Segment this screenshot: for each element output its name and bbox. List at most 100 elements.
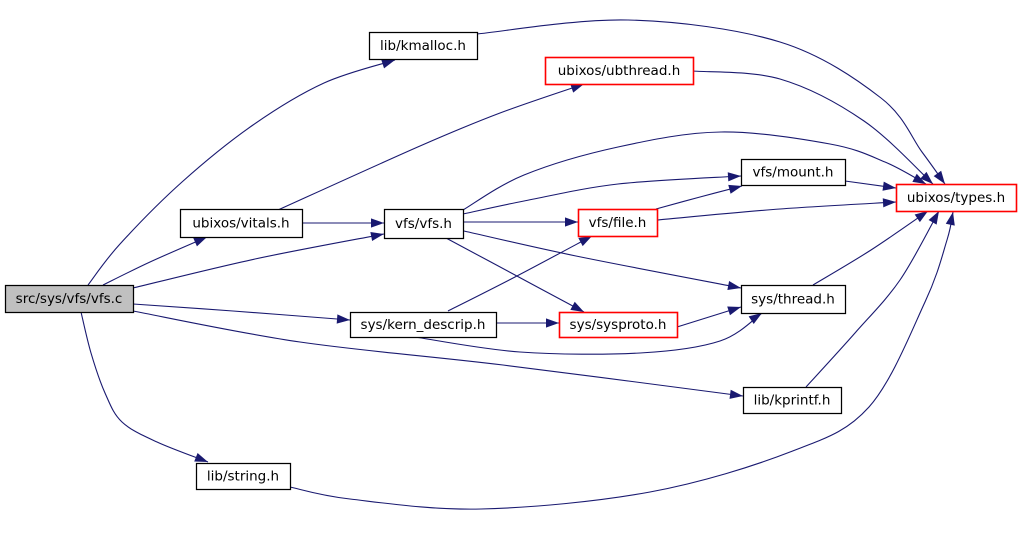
node-label-vfs_h: vfs/vfs.h [395,216,452,232]
edge-line-kmalloc-types [476,19,946,185]
node-thread[interactable]: sys/thread.h [740,284,847,315]
edge-arrowhead-vfs_c-string [194,452,208,462]
node-label-kern: sys/kern_descrip.h [361,317,486,333]
edge-arrowhead-vfs_c-kern [336,314,350,324]
edge-line-vfs_c-vitals [102,236,208,286]
edge-kmalloc-types [476,19,946,185]
node-label-string: lib/string.h [207,469,279,485]
node-label-vfs_c: src/sys/vfs/vfs.c [16,291,123,307]
edge-vfs_c-kern [132,303,351,324]
edge-arrowhead-kmalloc-types [933,170,945,184]
edge-file-mount [655,184,743,210]
edge-line-kern-file [447,235,593,312]
edge-line-vfs_h-mount [462,175,742,215]
node-label-types: ubixos/types.h [907,190,1005,206]
edge-string-types [289,211,955,510]
edge-line-vfs_c-kmalloc [87,59,396,286]
edge-vitals-ubthread [277,83,585,211]
node-label-kmalloc: lib/kmalloc.h [380,38,466,54]
edge-line-vitals-ubthread [277,83,585,211]
edge-vfs_c-vitals [102,236,208,286]
edge-vfs_c-string [80,311,209,463]
node-box-vfs_h [383,208,465,240]
node-label-sysproto: sys/sysproto.h [570,317,667,333]
edge-arrowhead-vfs_h-thread [727,281,741,291]
edge-arrowhead-kprintf-types [928,211,939,225]
node-label-mount: vfs/mount.h [753,165,834,181]
node-box-string [195,462,292,491]
node-label-file: vfs/file.h [589,215,647,231]
edge-arrowhead-kern-thread [748,313,762,325]
edge-arrowhead-vfs_h-file [565,217,578,227]
edge-arrowhead-vfs_c-kprintf [729,389,743,399]
edge-vfs_h-sysproto [445,237,585,313]
node-types[interactable]: ubixos/types.h [895,183,1018,213]
edge-arrowhead-kern-sysproto [546,318,559,328]
edge-vfs_c-kmalloc [87,59,396,286]
edge-line-vfs_c-kern [132,303,351,321]
edge-thread-types [812,210,929,286]
node-box-vitals [179,208,304,239]
edge-line-vfs_h-thread [463,230,742,289]
edge-vfs_h-types [462,131,927,211]
node-box-thread [740,284,847,315]
edge-line-thread-types [812,210,929,286]
node-box-kprintf [742,386,843,415]
edge-mount-types [844,180,897,191]
edge-vfs_h-thread [463,230,742,291]
edge-arrowhead-vfs_h-mount [727,172,741,182]
edge-ubthread-types [692,70,934,185]
edge-arrowhead-vfs_c-kmalloc [381,59,395,69]
edge-file-types [656,198,897,221]
node-kprintf[interactable]: lib/kprintf.h [742,386,843,415]
node-sysproto[interactable]: sys/sysproto.h [558,311,679,339]
edge-arrowhead-file-types [882,198,896,208]
edge-arrowhead-thread-types [914,211,928,223]
edge-arrowhead-mount-types [882,181,896,191]
edge-line-file-types [656,201,897,221]
node-label-kprintf: lib/kprintf.h [754,393,831,409]
edge-arrowhead-string-types [945,212,955,226]
node-string[interactable]: lib/string.h [195,462,292,491]
edge-vfs_h-file [463,217,578,227]
edge-line-vfs_c-kprintf [132,310,744,397]
node-box-kmalloc [368,31,479,61]
edge-kern-thread [414,312,763,355]
node-kern[interactable]: sys/kern_descrip.h [349,311,498,339]
node-box-types [895,183,1018,213]
node-vfs_h[interactable]: vfs/vfs.h [383,208,465,240]
edge-arrowhead-vfs_h-types [912,173,926,184]
node-ubthread[interactable]: ubixos/ubthread.h [544,56,695,86]
node-kmalloc[interactable]: lib/kmalloc.h [368,31,479,61]
node-label-vitals: ubixos/vitals.h [192,216,289,232]
node-box-file [577,208,659,238]
edge-vfs_c-kprintf [132,310,744,399]
node-box-ubthread [544,56,695,86]
node-file[interactable]: vfs/file.h [577,208,659,238]
edge-line-vfs_h-types [462,131,927,211]
node-box-vfs_c [4,284,135,314]
node-box-kern [349,311,498,339]
edge-line-vfs_h-sysproto [445,237,585,313]
edge-vfs_c-vfs_h [132,231,385,289]
edge-line-kprintf-types [805,210,940,388]
edge-vitals-vfs_h [302,218,384,228]
node-vfs_c[interactable]: src/sys/vfs/vfs.c [4,284,135,314]
node-vitals[interactable]: ubixos/vitals.h [179,208,304,239]
edge-arrowhead-vfs_h-sysproto [570,301,584,312]
edge-arrowhead-kern-file [578,236,592,247]
node-box-sysproto [558,311,679,339]
edge-arrowhead-file-mount [728,184,742,194]
edge-line-vfs_c-vfs_h [132,233,385,289]
edge-arrowhead-vitals-ubthread [570,83,584,93]
node-label-thread: sys/thread.h [751,292,835,308]
edge-line-vfs_c-string [80,311,209,463]
edge-line-kern-thread [414,312,763,355]
edge-arrowhead-vfs_c-vitals [193,237,207,247]
edge-kprintf-types [805,210,940,388]
edge-kern-sysproto [496,318,559,328]
node-mount[interactable]: vfs/mount.h [740,158,847,187]
edge-sysproto-thread [676,306,742,328]
